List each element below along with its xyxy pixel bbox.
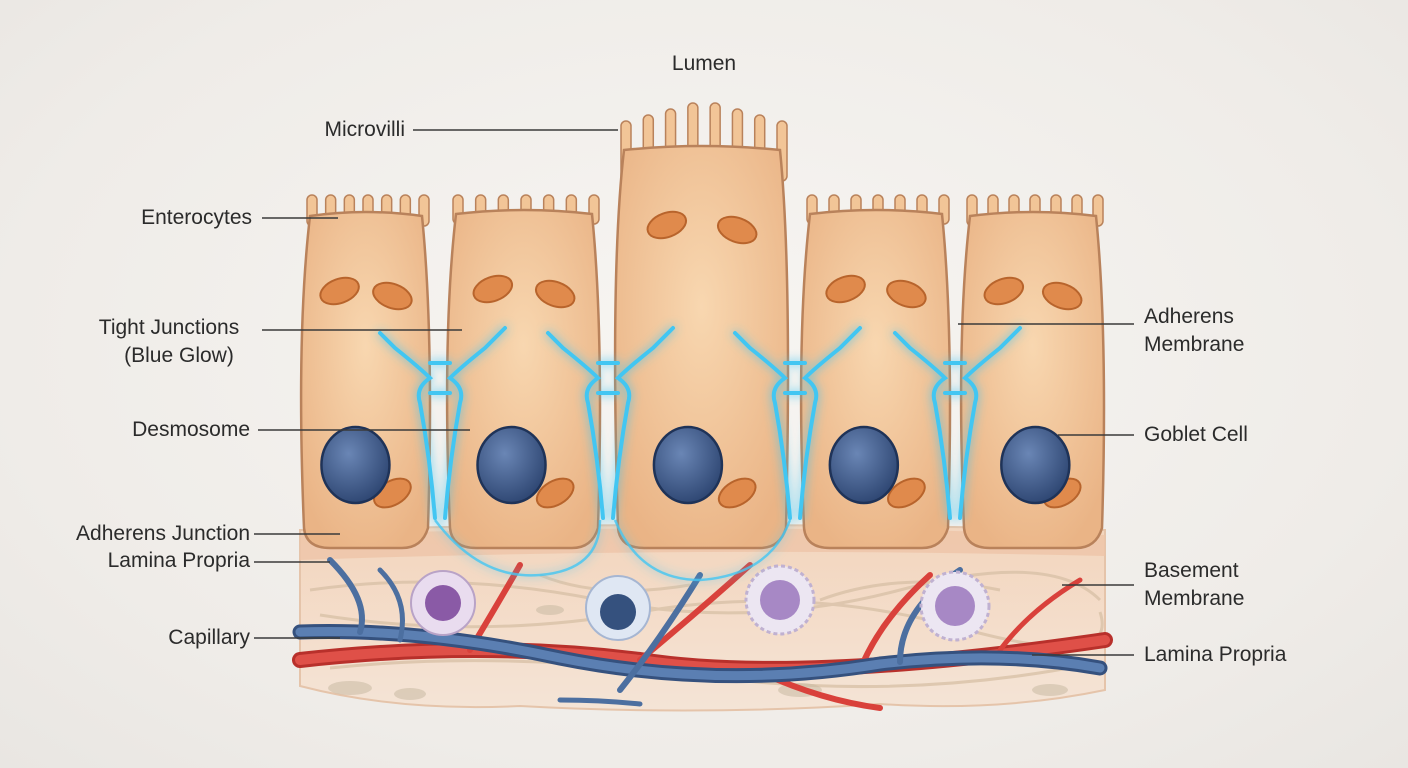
nucleus bbox=[476, 425, 547, 505]
mitochondrion bbox=[887, 477, 926, 509]
label-basement-membrane-sub: Membrane bbox=[1144, 587, 1245, 610]
mitochondrion bbox=[716, 215, 758, 245]
enterocyte-cell bbox=[799, 194, 952, 550]
enterocyte-cell bbox=[445, 194, 602, 550]
label-lamina-propria-left: Lamina Propria bbox=[107, 549, 250, 572]
mitochondrion bbox=[472, 274, 514, 304]
enterocyte-cell bbox=[299, 194, 432, 550]
mitochondrion bbox=[535, 477, 575, 509]
tight-junction bbox=[733, 326, 862, 520]
mitochondrion bbox=[886, 279, 927, 309]
enterocyte-cell bbox=[613, 102, 790, 550]
immune-cell-blue bbox=[585, 575, 651, 641]
immune-cell-spiky-2 bbox=[919, 570, 991, 642]
label-tight-junctions: Tight Junctions bbox=[98, 316, 240, 339]
label-enterocytes: Enterocytes bbox=[141, 206, 252, 229]
mitochondrion bbox=[825, 274, 866, 304]
basal-junction-strands bbox=[434, 519, 792, 582]
mitochondrion bbox=[319, 276, 360, 306]
tight-junction bbox=[893, 326, 1022, 520]
mitochondrion bbox=[534, 279, 576, 309]
label-desmosome: Desmosome bbox=[132, 418, 250, 441]
immune-cell-purple bbox=[410, 570, 476, 636]
label-adherens-membrane-sub: Membrane bbox=[1144, 333, 1245, 356]
label-lumen: Lumen bbox=[671, 52, 737, 75]
nucleus bbox=[652, 425, 724, 505]
nucleus bbox=[320, 425, 391, 505]
immune-cell-spiky-1 bbox=[744, 564, 816, 636]
mitochondrion bbox=[717, 477, 757, 509]
tight-junction bbox=[378, 326, 507, 520]
nucleus bbox=[828, 425, 900, 505]
label-microvilli: Microvilli bbox=[324, 118, 406, 141]
enterocyte-cells bbox=[299, 102, 1106, 550]
label-lamina-propria-right: Lamina Propria bbox=[1144, 643, 1287, 666]
label-capillary: Capillary bbox=[168, 626, 250, 649]
mitochondrion bbox=[1041, 281, 1083, 311]
label-tight-junctions-sub: (Blue Glow) bbox=[124, 344, 234, 367]
mitochondrion bbox=[983, 276, 1025, 306]
label-adherens-junction: Adherens Junction bbox=[76, 522, 250, 545]
leader-lines bbox=[254, 129, 1134, 656]
nucleus bbox=[1000, 425, 1071, 505]
tight-junctions-glow bbox=[378, 326, 1022, 582]
mitochondrion bbox=[372, 281, 413, 311]
label-goblet-cell: Goblet Cell bbox=[1144, 423, 1248, 446]
label-basement-membrane: Basement bbox=[1144, 559, 1239, 582]
enterocyte-cell bbox=[959, 194, 1106, 550]
mitochondrion bbox=[646, 210, 688, 240]
label-adherens-membrane: Adherens bbox=[1144, 305, 1234, 328]
tight-junction bbox=[546, 326, 675, 520]
